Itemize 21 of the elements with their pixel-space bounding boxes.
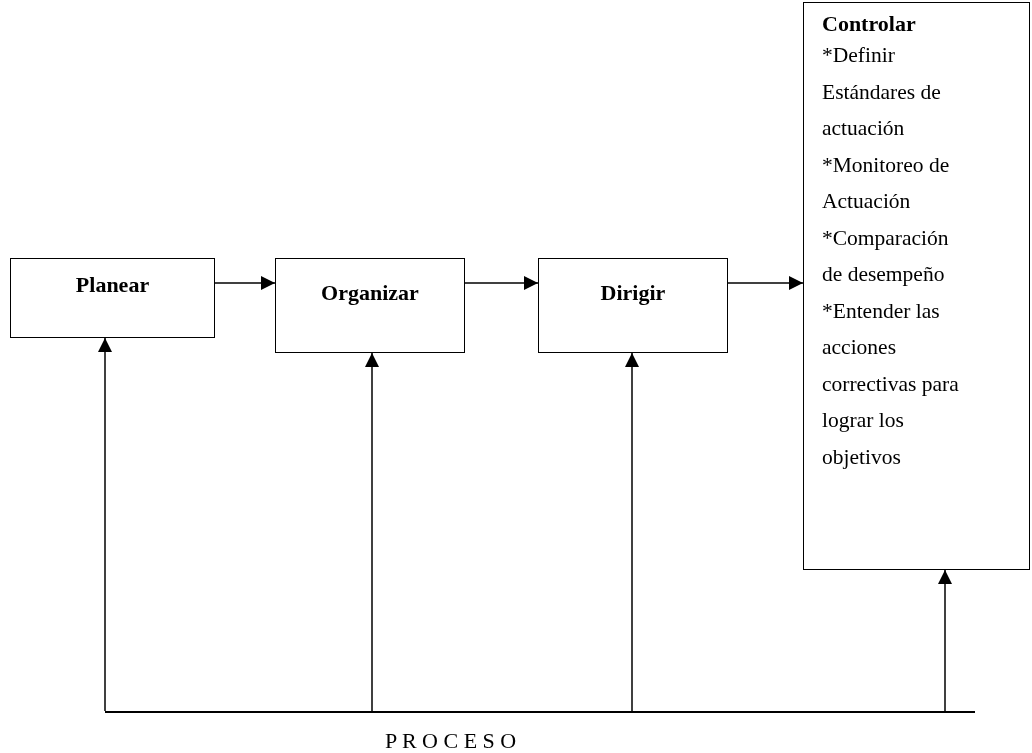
box-text: *Entender las acciones correctivas para lograr los objetivos <box>822 297 960 471</box>
process-box <box>275 258 465 353</box>
arrow <box>727 276 804 290</box>
box-text: *Comparación de desempeño <box>822 224 950 289</box>
arrow <box>625 352 639 712</box>
arrow <box>98 337 112 712</box>
box-title: Organizar <box>321 279 419 306</box>
bar-line <box>105 711 975 713</box>
node-label: P R O C E S O <box>385 728 517 753</box>
process-box <box>10 258 215 338</box>
arrow <box>365 352 379 712</box>
process-box <box>538 258 728 353</box>
arrow <box>464 276 539 290</box>
box-text: *Definir Estándares de actuación <box>822 42 942 143</box>
box-title: Planear <box>75 272 150 298</box>
process-box <box>803 2 1030 570</box>
arrow <box>938 569 952 712</box>
box-title: Dirigir <box>600 279 666 306</box>
box-text: *Monitoreo de Actuación <box>822 151 951 216</box>
arrow <box>214 276 276 290</box>
box-title: Controlar <box>822 11 916 37</box>
